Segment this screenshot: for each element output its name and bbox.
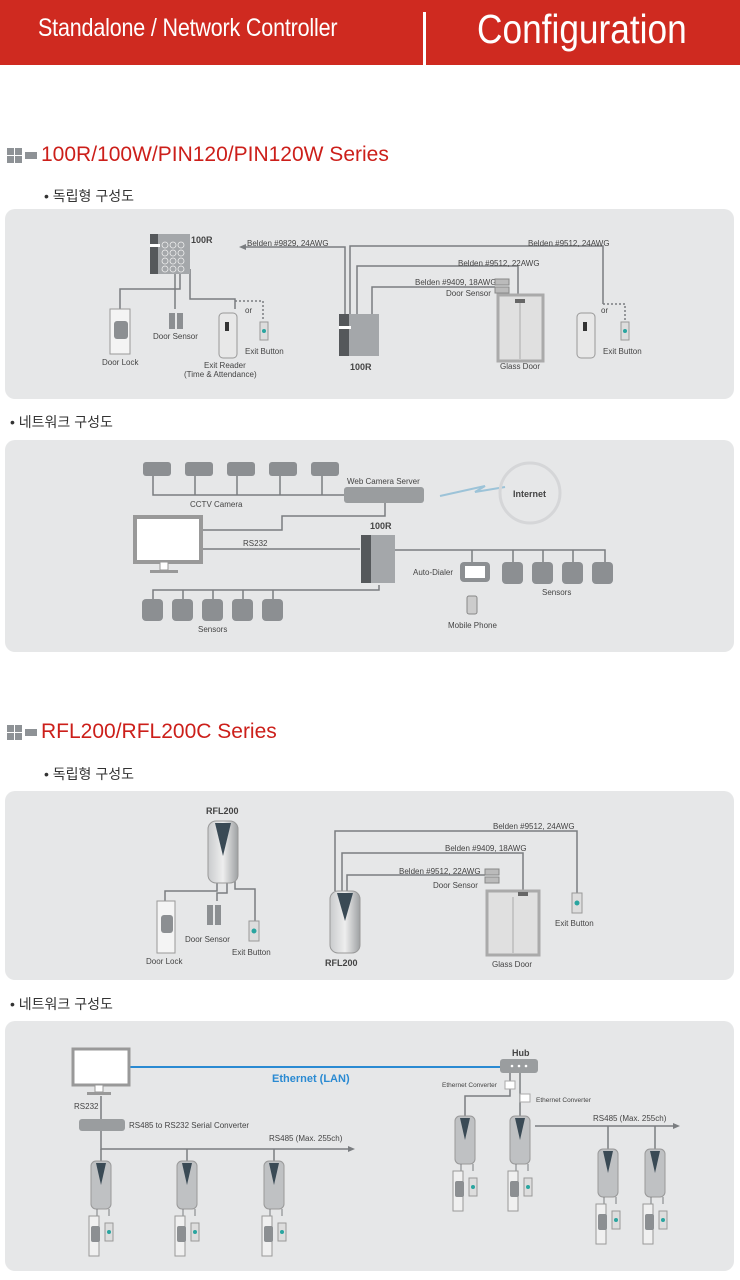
diagram-rfl200-network: Ethernet (LAN) RS232 RS485 to RS232 Seri… [5, 1021, 734, 1271]
exit-reader-icon [218, 312, 238, 359]
keypad-controller-icon [150, 234, 190, 274]
monitor-icon-2 [71, 1047, 131, 1087]
label-cable-mid: Belden #9512, 22AWG [458, 259, 540, 268]
label-exit-reader: Exit Reader [204, 361, 246, 370]
label-rfl200-bottom: RFL200 [325, 958, 358, 968]
label-cable-top-2: Belden #9512, 24AWG [493, 822, 575, 831]
monitor-icon [133, 515, 203, 564]
label-glass-door-2: Glass Door [492, 960, 532, 969]
label-or-2: or [601, 306, 608, 315]
label-web-server: Web Camera Server [347, 477, 420, 486]
label-cable-mid-2: Belden #9409, 18AWG [445, 844, 527, 853]
label-eth-converter-1: Ethernet Converter [442, 1082, 498, 1089]
label-ethernet: Ethernet (LAN) [272, 1073, 350, 1085]
mobile-phone-icon [466, 595, 478, 615]
label-rfl200-top: RFL200 [206, 806, 239, 816]
diagram-rfl200-standalone: RFL200 Door Lock Door Sensor Exit Button… [5, 791, 734, 980]
label-glass-door: Glass Door [500, 362, 540, 371]
rfl200-reader-group [88, 1115, 668, 1257]
ethernet-converter-icon [504, 1080, 516, 1090]
label-cable: Belden #9829, 24AWG [247, 239, 329, 248]
label-cctv: CCTV Camera [190, 500, 243, 509]
rfl200-reader-cluster [88, 1160, 114, 1257]
rfl200-reader-cluster [174, 1160, 200, 1257]
label-exit-button-4: Exit Button [555, 919, 594, 928]
diagram-100r-network: CCTV Camera Web Camera Server Internet R… [5, 440, 734, 652]
subheading-standalone-2: • 독립형 구성도 [44, 766, 134, 782]
diagram-100r-standalone: 100R Belden #9829, 24AWG Door Lock Door … [5, 209, 734, 399]
subheading-network: • 네트워크 구성도 [10, 414, 113, 430]
label-sensors-right: Sensors [542, 588, 571, 597]
section-bullet-icon [7, 147, 37, 163]
serial-converter-icon [79, 1119, 125, 1131]
label-hub: Hub [512, 1048, 530, 1058]
sensor-icons-left [142, 599, 283, 621]
sensor-icons-right [502, 562, 613, 584]
door-sensor-icon [169, 313, 175, 329]
keypad-controller-icon-2 [339, 314, 349, 356]
label-exit-button-3: Exit Button [232, 948, 271, 957]
label-rs485-left: RS485 (Max. 255ch) [269, 1134, 343, 1143]
label-door-lock-2: Door Lock [146, 957, 183, 966]
subheading-network-2: • 네트워크 구성도 [10, 996, 113, 1012]
label-100r: 100R [191, 235, 213, 245]
section-bullet-icon-2 [7, 724, 37, 740]
exit-reader-icon-2 [576, 312, 596, 359]
label-door-sensor-right-2: Door Sensor [433, 881, 478, 890]
label-100r-2: 100R [350, 362, 372, 372]
header-title: Configuration [477, 6, 687, 52]
keypad-controller-icon-3 [361, 535, 371, 583]
label-rs232: RS232 [243, 539, 268, 548]
cctv-camera-icons [143, 462, 339, 476]
rfl200-reader-cluster [642, 1148, 668, 1245]
header-divider [423, 12, 426, 65]
label-or: or [245, 306, 252, 315]
section-title-text-2: RFL200/RFL200C Series [41, 720, 277, 743]
label-converter: RS485 to RS232 Serial Converter [129, 1121, 249, 1130]
rfl200-reader-cluster [507, 1115, 533, 1212]
section-title-100r: 100R/100W/PIN120/PIN120W Series [7, 143, 389, 167]
label-rs232-2: RS232 [74, 1102, 99, 1111]
rfl200-reader-icon-2 [329, 890, 361, 954]
label-eth-converter-2: Ethernet Converter [536, 1097, 592, 1104]
section-title-rfl200: RFL200/RFL200C Series [7, 720, 277, 744]
label-mobile-phone: Mobile Phone [448, 621, 497, 630]
rfl200-reader-cluster [595, 1148, 621, 1245]
label-cable-low: Belden #9409, 18AWG [415, 278, 497, 287]
header-subtitle: Standalone / Network Controller [38, 14, 338, 42]
label-door-sensor: Door Sensor [153, 332, 198, 341]
subheading-standalone: • 독립형 구성도 [44, 188, 134, 204]
label-sensors-left: Sensors [198, 625, 227, 634]
label-100r-3: 100R [370, 521, 392, 531]
label-exit-button: Exit Button [245, 347, 284, 356]
web-camera-server [344, 487, 424, 503]
ethernet-converter-icon-2 [519, 1093, 531, 1103]
label-door-sensor-2: Door Sensor [185, 935, 230, 944]
label-door-lock: Door Lock [102, 358, 139, 367]
door-sensor-icon-2 [207, 905, 213, 925]
label-door-sensor-right: Door Sensor [446, 289, 491, 298]
label-cable-low-2: Belden #9512, 22AWG [399, 867, 481, 876]
rfl200-reader-cluster [261, 1160, 287, 1257]
wireless-link-icon [439, 485, 506, 497]
header-banner: Standalone / Network Controller Configur… [0, 0, 740, 65]
label-cable-top-right: Belden #9512, 24AWG [528, 239, 610, 248]
internet-globe-icon [498, 461, 562, 525]
label-rs485-right: RS485 (Max. 255ch) [593, 1114, 667, 1123]
label-internet: Internet [513, 489, 546, 499]
section-title-text: 100R/100W/PIN120/PIN120W Series [41, 143, 389, 166]
label-exit-reader-note: (Time & Attendance) [184, 370, 257, 379]
label-exit-button-2: Exit Button [603, 347, 642, 356]
label-auto-dialer: Auto-Dialer [413, 568, 453, 577]
rfl200-reader-cluster [452, 1115, 478, 1212]
